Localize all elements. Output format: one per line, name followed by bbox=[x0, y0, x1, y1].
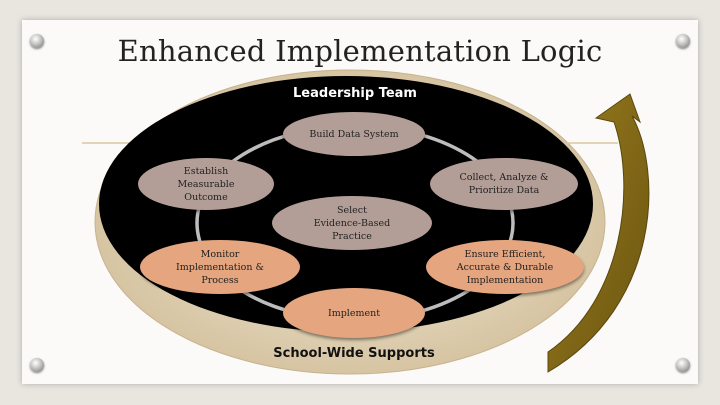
node-select-practice: Select Evidence-Based Practice bbox=[272, 196, 432, 250]
node-ensure: Ensure Efficient, Accurate & Durable Imp… bbox=[426, 240, 584, 294]
pin-icon-bottom-left bbox=[30, 358, 44, 372]
outer-ellipse-label: School-Wide Supports bbox=[273, 346, 435, 361]
pin-icon-top-left bbox=[30, 34, 44, 48]
curved-arrow-icon bbox=[547, 93, 650, 373]
slide-title: Enhanced Implementation Logic bbox=[117, 34, 603, 68]
node-build-data-system: Build Data System bbox=[283, 112, 425, 156]
pin-icon-top-right bbox=[676, 34, 690, 48]
node-establish-outcome: Establish Measurable Outcome bbox=[138, 158, 274, 210]
node-collect-analyze: Collect, Analyze & Prioritize Data bbox=[430, 158, 578, 210]
pin-icon-bottom-right bbox=[676, 358, 690, 372]
inner-ellipse-label: Leadership Team bbox=[293, 86, 417, 101]
node-implement: Implement bbox=[283, 288, 425, 338]
node-monitor: Monitor Implementation & Process bbox=[140, 240, 300, 294]
